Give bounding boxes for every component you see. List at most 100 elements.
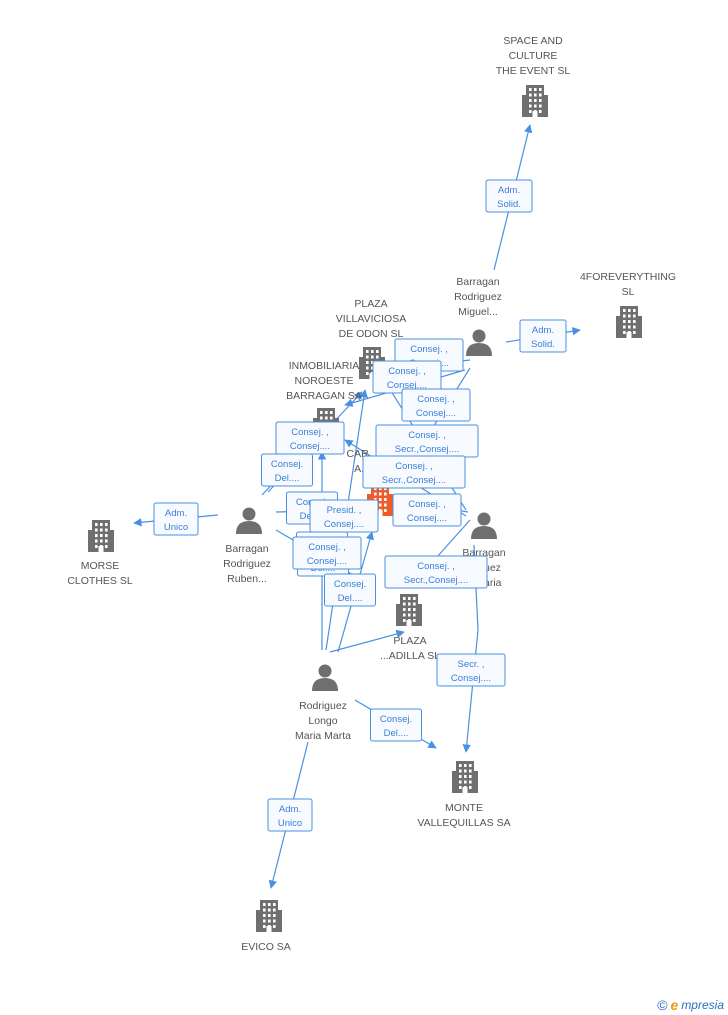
edge-label-line: Secr.,Consej.... [404,575,468,586]
node-space[interactable]: SPACE AND CULTURE THE EVENT SL [496,35,571,117]
edge-label-line: Consej. , [417,561,455,572]
edge-label-line: Adm. [498,185,520,196]
node-morse[interactable]: MORSE CLOTHES SL [67,520,133,587]
node-label-line: MORSE [81,560,120,572]
edge-label-maria-to-focus[interactable]: Consej. , Secr.,Consej.... [375,424,479,458]
edge-label-line: Del.... [275,473,300,484]
edge-label-line: Consej. , [388,366,426,377]
edge-label-maria-to-inmob[interactable]: Consej. , Consej.... [392,493,462,527]
building-icon [396,594,422,626]
person-icon [236,507,262,534]
node-label-line: MONTE [445,802,483,814]
node-label-line: Barragan [456,276,499,288]
edge-label-line: Consej.... [387,380,427,391]
edge-label-marta-to-plaza_vill[interactable]: Consej. , Consej.... [292,536,362,570]
node-label-line: CULTURE [509,50,558,62]
node-miguel[interactable]: BarraganRodriguezMiguel... [454,276,502,356]
edge-label-line: Consej. , [291,427,329,438]
edge-label-line: Consej. [271,459,303,470]
edge-label-marta-to-monte[interactable]: Consej. Del.... [370,708,422,742]
node-label-line: Rodriguez [223,558,271,570]
edge-label-line: Solid. [531,339,555,350]
node-label-line: Miguel... [458,306,498,318]
person-icon [466,329,492,356]
brand-name: mpresia [681,998,724,1012]
edge-label-line: Unico [278,818,302,829]
building-icon [616,306,642,338]
node-label-line: PLAZA [393,635,426,647]
edge-label-maria-to-plaza_vill[interactable]: Consej. , Secr.,Consej.... [362,455,466,489]
edge-label-line: Adm. [165,508,187,519]
edge-label-marta-to-focus[interactable]: Presid. , Consej.... [309,499,379,533]
building-icon [256,900,282,932]
edge-label-line: Del.... [338,593,363,604]
node-label-line: PLAZA [354,298,387,310]
edge-label-ruben-to-morse[interactable]: Adm. Unico [153,502,199,536]
node-label-line: NOROESTE [295,375,354,387]
node-plaza-pad[interactable]: PLAZA ...ADILLA SL [380,594,440,662]
edge-label-line: Unico [164,522,188,533]
node-label-line: THE EVENT SL [496,65,571,77]
node-label-line: INMOBILIARIA [289,360,360,372]
edge-label-line: Consej.... [290,441,330,452]
edge-label-line: Consej. , [408,499,446,510]
edge-label-miguel-to-space[interactable]: Adm. Solid. [485,179,533,213]
edge-label-line: Del.... [384,728,409,739]
edge-label-line: Consej.... [307,556,347,567]
node-label-line: ...ADILLA SL [380,650,440,662]
edge-label-line: Adm. [532,325,554,336]
building-icon [88,520,114,552]
edge-label-ruben-to-plaza_vill[interactable]: Consej. Del.... [261,453,313,487]
edge-label-line: Consej.... [407,513,447,524]
node-label-line: EVICO SA [241,941,291,953]
brand-initial: e [670,997,679,1013]
edge-label-line: Consej. [380,714,412,725]
node-label-line: BARRAGAN SA [286,390,362,402]
node-ruben[interactable]: BarraganRodriguezRuben... [223,507,271,586]
edge-label-maria-to-plaza_pad[interactable]: Consej. , Secr.,Consej.... [384,555,488,589]
edge-label-line: Consej. , [410,344,448,355]
edge-label-line: Consej.... [324,519,364,530]
edge-label-line: Solid. [497,199,521,210]
node-evico[interactable]: EVICO SA [241,900,291,953]
edge-label-miguel-to-inmob[interactable]: Consej. , Consej.... [372,360,442,394]
node-label-line: Longo [308,715,337,727]
edge-label-miguel-to-focus[interactable]: Consej. , Consej.... [401,388,471,422]
edge-label-ruben-to-inmob[interactable]: Consej. , Consej.... [275,421,345,455]
edge-line-marta-to-plaza_pad [329,629,405,653]
edge-label-line: Consej.... [416,408,456,419]
node-label-line: SPACE AND [503,35,563,47]
edge-label-line: Consej. , [395,461,433,472]
node-label-line: VALLEQUILLAS SA [417,817,510,829]
edge-label-line: Secr.,Consej.... [395,444,459,455]
node-label-line: Rodriguez [299,700,347,712]
copyright-symbol: © [657,997,668,1013]
node-fourfor[interactable]: 4FOREVERYTHING SL [580,271,676,338]
building-icon [452,761,478,793]
node-label-line: DE ODON SL [339,328,404,340]
node-monte[interactable]: MONTE VALLEQUILLAS SA [417,761,511,829]
edge-label-line: Consej. , [417,394,455,405]
edge-label-line: Consej. , [308,542,346,553]
person-icon [471,512,497,539]
edge-label-line: Consej. , [408,430,446,441]
edge-label-line: Adm. [279,804,301,815]
edge-label-line: Secr.,Consej.... [382,475,446,486]
edge-label-line: Consej.... [451,673,491,684]
node-label-line: Maria Marta [295,730,351,742]
node-label-line: SL [622,286,635,298]
edge-label-maria-to-monte[interactable]: Secr. , Consej.... [436,653,506,687]
edge-label-miguel-to-fourfor[interactable]: Adm. Solid. [519,319,567,353]
edge-label-line: Presid. , [327,505,362,516]
edge-label-line: Secr. , [458,659,485,670]
edge-label-marta-to-plaza_pad[interactable]: Consej. Del.... [324,573,376,607]
building-icon [522,85,548,117]
node-label-line: 4FOREVERYTHING [580,271,676,283]
node-label-line: Rodriguez [454,291,502,303]
node-label-line: VILLAVICIOSA [336,313,406,325]
node-label-line: CLOTHES SL [67,575,133,587]
edge-label-line: Consej. [334,579,366,590]
edge-label-marta-to-evico[interactable]: Adm. Unico [267,798,313,832]
